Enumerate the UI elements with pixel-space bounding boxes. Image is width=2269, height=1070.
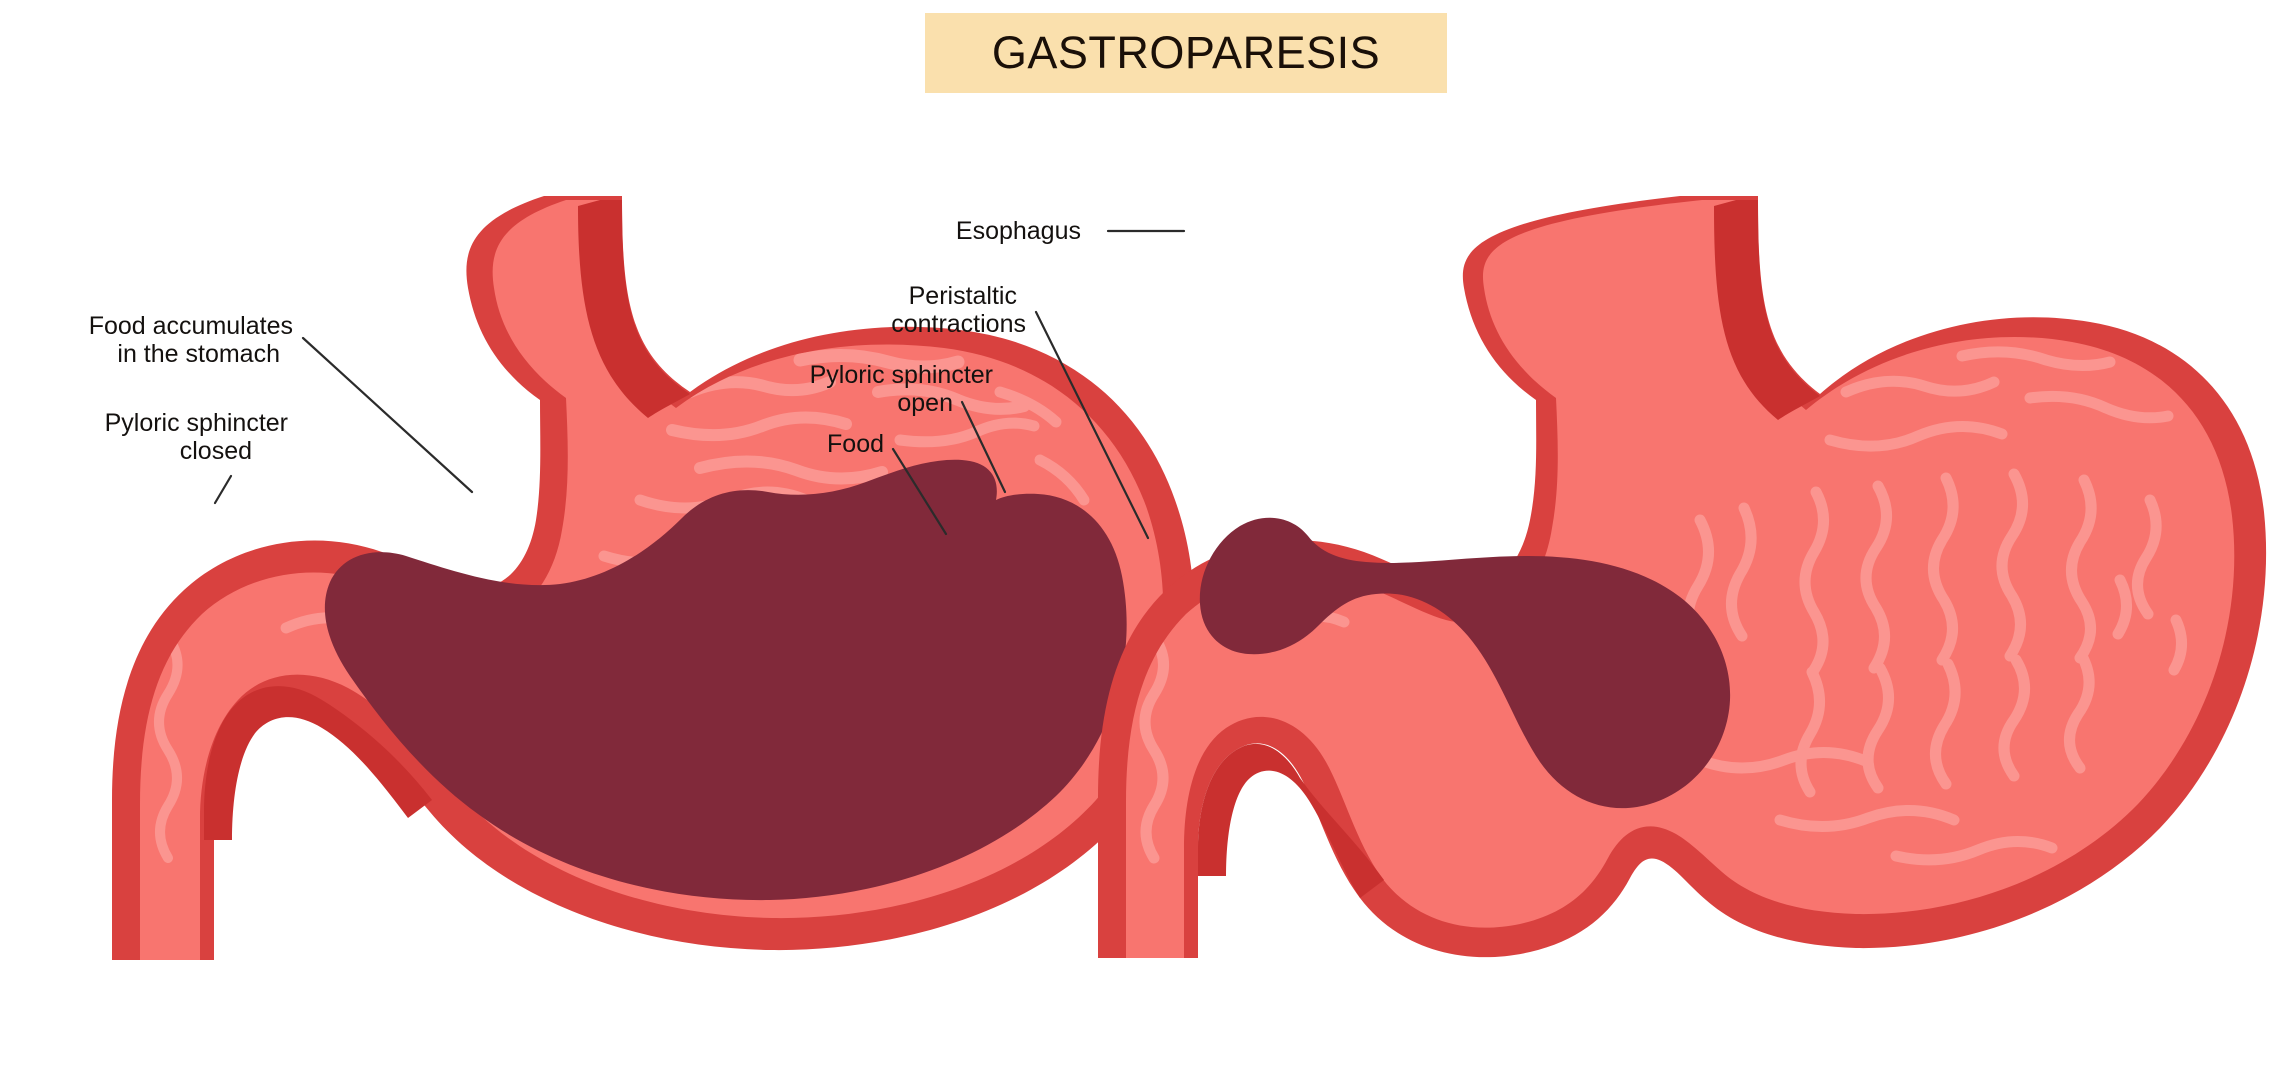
leader-line-food xyxy=(891,447,948,536)
label-pyloric-closed-line-1: Pyloric sphincter xyxy=(105,409,288,437)
label-food-accumulates: Food accumulates in the stomach xyxy=(89,312,474,494)
label-esophagus: Esophagus xyxy=(956,217,1186,245)
label-peristaltic-line-2: contractions xyxy=(891,310,1026,338)
leader-line-food-accumulates xyxy=(301,336,474,494)
diagram-gastroparesis-stomach xyxy=(112,196,1195,960)
leader-line-peristaltic xyxy=(1034,310,1150,540)
label-pyloric-open-line-1: Pyloric sphincter xyxy=(810,361,993,389)
label-pyloric-sphincter-closed: Pyloric sphincter closed xyxy=(105,409,288,505)
title-banner: GASTROPARESIS xyxy=(925,13,1447,93)
label-peristaltic-line-1: Peristaltic xyxy=(909,282,1017,310)
leader-line-pyloric-open xyxy=(960,400,1007,494)
label-food-accumulates-line-1: Food accumulates xyxy=(89,312,293,340)
label-pyloric-closed-line-2: closed xyxy=(180,437,252,465)
label-esophagus-text: Esophagus xyxy=(956,217,1081,245)
stomach-wall-shadow-left xyxy=(578,200,690,418)
label-food-text: Food xyxy=(827,430,884,458)
food-mass-left xyxy=(324,459,1127,901)
pylorus-crease-left xyxy=(204,686,432,840)
label-food-accumulates-line-2: in the stomach xyxy=(117,340,280,368)
page-title: GASTROPARESIS xyxy=(991,27,1381,78)
label-peristaltic-contractions: Peristaltic contractions xyxy=(891,282,1150,540)
label-pyloric-sphincter-open: Pyloric sphincter open xyxy=(810,361,1007,494)
peristaltic-crease-right xyxy=(1198,743,1384,898)
food-mass-right xyxy=(1199,517,1731,809)
label-layer: Food accumulates in the stomach Pyloric … xyxy=(89,217,1186,540)
label-food: Food xyxy=(827,430,948,536)
label-pyloric-open-line-2: open xyxy=(897,389,953,417)
diagram-normal-stomach xyxy=(1098,196,2267,958)
leader-line-pyloric-closed xyxy=(213,474,233,505)
stomach-wall-shadow-right xyxy=(1714,200,1820,420)
